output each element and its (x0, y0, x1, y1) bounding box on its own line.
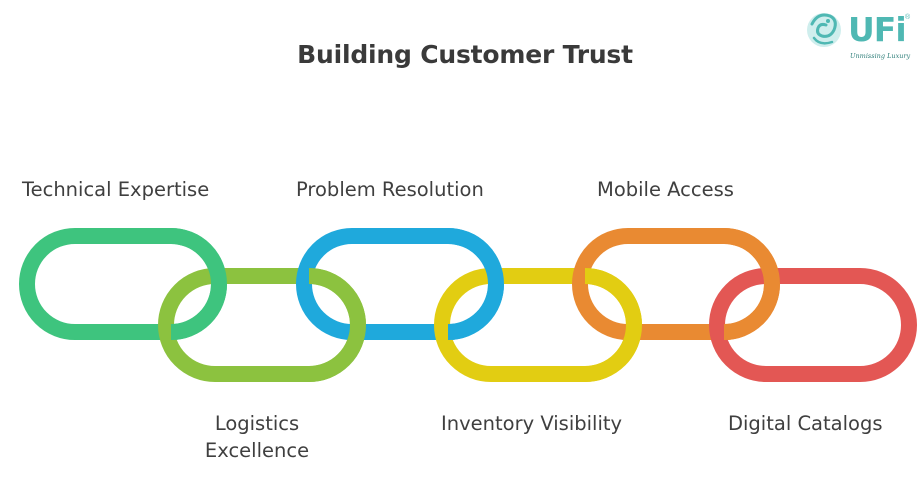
logo-tagline: Unmissing Luxury (850, 52, 911, 60)
label-digital-catalogs: Digital Catalogs (728, 412, 883, 435)
label-logistics-line-2: Excellence (204, 439, 310, 462)
label-logistics-line-1: Logistics (214, 412, 300, 435)
logo-registered-mark: ® (905, 14, 911, 21)
ufi-logo: UFi ® Unmissing Luxury (804, 8, 912, 66)
label-problem-resolution: Problem Resolution (296, 178, 484, 201)
diagram-title: Building Customer Trust (297, 40, 633, 69)
label-inventory-visibility: Inventory Visibility (441, 412, 623, 435)
chain-link-inventory-visibility-overlap (584, 268, 643, 382)
chain-link-technical-expertise-overlap (170, 228, 228, 340)
chain-link-digital-catalogs (709, 268, 917, 382)
chain-link-problem-resolution-overlap (447, 228, 505, 340)
logo-emblem-icon (807, 13, 841, 47)
chain-link-mobile-access-overlap (723, 228, 781, 340)
label-mobile-access: Mobile Access (597, 178, 734, 201)
label-logistics-excellence: Logistics Excellence (182, 410, 332, 464)
logo-text: UFi (848, 10, 907, 49)
label-technical-expertise: Technical Expertise (22, 178, 210, 201)
chain-link-logistics-excellence-overlap (308, 268, 367, 382)
